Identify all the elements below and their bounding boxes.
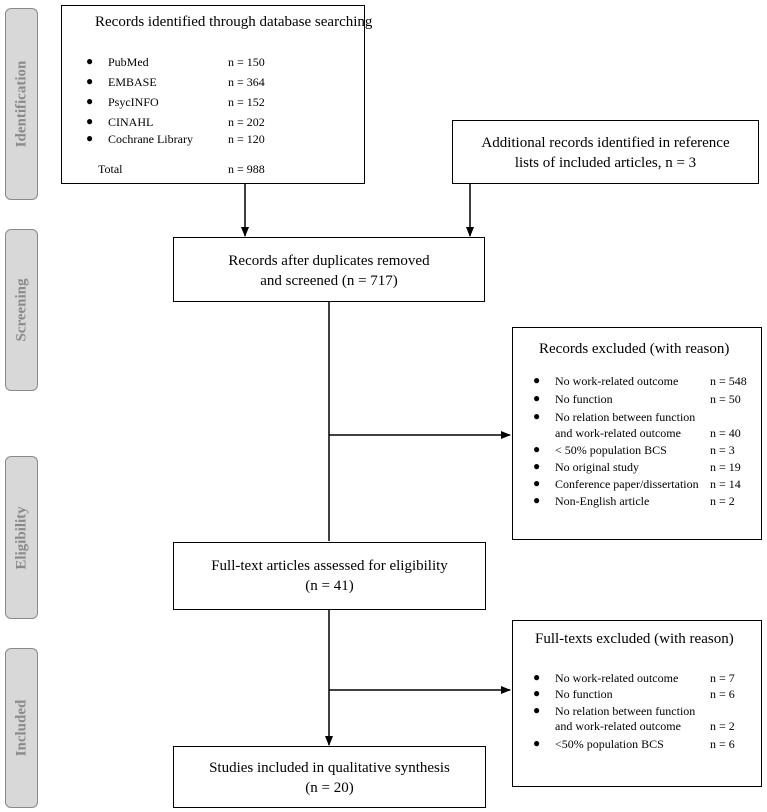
additional-line-2: lists of included articles, n = 3 [514,155,697,171]
excluded1-reason: Non-English article [555,494,650,508]
bullet-icon: ● [533,373,541,387]
db-name: EMBASE [108,75,157,89]
bullet-icon: ● [86,54,94,68]
db-name: Cochrane Library [108,132,193,146]
stage-screening: Screening [5,229,38,391]
bullet-icon: ● [533,493,541,507]
excluded1-count: n = 548 [710,374,747,388]
stage-included: Included [5,648,38,808]
fulltext-line-2: (n = 41) [305,578,354,594]
screened-box: Records after duplicates removed and scr… [173,237,485,302]
excluded1-reason-cont: and work-related outcome [555,426,681,440]
included-box: Studies included in qualitative synthesi… [173,746,486,808]
excluded2-count: n = 6 [710,687,735,701]
bullet-icon: ● [533,736,541,750]
bullet-icon: ● [86,74,94,88]
excluded2-reason: No work-related outcome [555,671,679,685]
fulltexts-excluded-box: Full-texts excluded (with reason) ● No w… [512,620,762,787]
excluded1-title: Records excluded (with reason) [539,341,730,357]
identification-box: Records identified through database sear… [61,5,372,184]
excluded2-reason-cont: and work-related outcome [555,719,681,733]
excluded1-reason: No relation between function [555,410,696,424]
db-count: n = 364 [228,75,265,89]
db-count: n = 202 [228,115,265,129]
excluded2-title: Full-texts excluded (with reason) [535,631,734,647]
excluded2-reason: <50% population BCS [555,737,664,751]
excluded2-count: n = 6 [710,737,735,751]
excluded1-reason: Conference paper/dissertation [555,477,699,491]
stage-identification: Identification [5,8,38,200]
excluded2-reason: No relation between function [555,704,696,718]
stage-eligibility: Eligibility [5,456,38,619]
bullet-icon: ● [533,476,541,490]
excluded2-reason: No function [555,687,613,701]
screened-line-2: and screened (n = 717) [260,273,398,289]
additional-records-box: Additional records identified in referen… [452,120,759,184]
db-count: n = 152 [228,95,265,109]
bullet-icon: ● [86,94,94,108]
excluded1-count: n = 40 [710,426,741,440]
records-excluded-box: Records excluded (with reason) ● No work… [512,327,762,540]
excluded1-count: n = 14 [710,477,741,491]
excluded1-reason: No work-related outcome [555,374,679,388]
db-name: PubMed [108,55,149,69]
excluded1-reason: No original study [555,460,639,474]
excluded1-reason: < 50% population BCS [555,443,667,457]
bullet-icon: ● [533,442,541,456]
bullet-icon: ● [533,391,541,405]
screened-line-1: Records after duplicates removed [228,253,430,269]
bullet-icon: ● [533,409,541,423]
excluded1-count: n = 19 [710,460,741,474]
bullet-icon: ● [86,131,94,145]
bullet-icon: ● [533,670,541,684]
excluded2-count: n = 7 [710,671,735,685]
db-name: CINAHL [108,115,154,129]
excluded1-reason: No function [555,392,613,406]
excluded2-count: n = 2 [710,719,735,733]
excluded1-count: n = 2 [710,494,735,508]
fulltext-box: Full-text articles assessed for eligibil… [173,542,486,610]
excluded1-count: n = 50 [710,392,741,406]
excluded1-count: n = 3 [710,443,735,457]
included-line-2: (n = 20) [305,780,354,796]
bullet-icon: ● [533,459,541,473]
total-label: Total [98,162,123,176]
bullet-icon: ● [533,686,541,700]
db-count: n = 120 [228,132,265,146]
bullet-icon: ● [533,703,541,717]
identification-title: Records identified through database sear… [95,14,373,30]
total-count: n = 988 [228,162,265,176]
db-count: n = 150 [228,55,265,69]
db-name: PsycINFO [108,95,159,109]
included-line-1: Studies included in qualitative synthesi… [209,760,450,776]
bullet-icon: ● [86,114,94,128]
fulltext-line-1: Full-text articles assessed for eligibil… [211,558,448,574]
additional-line-1: Additional records identified in referen… [481,135,730,151]
